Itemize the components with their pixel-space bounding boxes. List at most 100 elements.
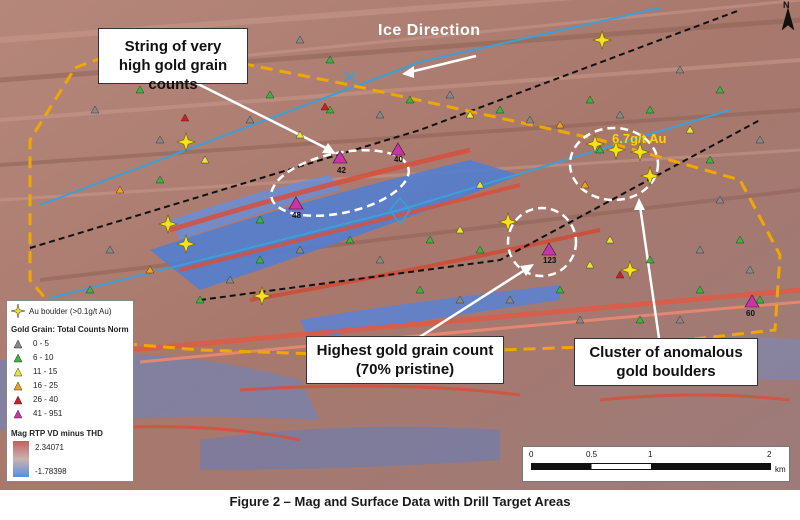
grain-point: [295, 130, 305, 139]
au-boulder-star: [630, 142, 650, 162]
scale-tick-label: 2: [767, 450, 772, 459]
grain-point: [595, 145, 605, 154]
scale-tick-label: 0.5: [586, 450, 598, 459]
callout-cluster: Cluster of anomalous gold boulders: [574, 338, 758, 386]
triangle-icon: [13, 339, 23, 349]
north-label: N: [783, 0, 790, 10]
grain-point: [685, 125, 695, 134]
legend-class-label: 0 - 5: [33, 339, 50, 348]
grain-point: [525, 115, 535, 124]
trend-line-north: [39, 7, 661, 206]
grain-point-high: [744, 294, 760, 308]
count-label: 48: [292, 211, 301, 220]
grain-point: [755, 135, 765, 144]
grain-point: [255, 215, 265, 224]
grain-point: [465, 110, 475, 119]
scale-tick-label: 1: [648, 450, 653, 459]
grain-point: [180, 113, 190, 122]
grain-point: [265, 90, 275, 99]
figure-caption: Figure 2 – Mag and Surface Data with Dri…: [229, 494, 571, 509]
triangle-icon: [13, 381, 23, 391]
au-boulder-star: [176, 234, 196, 254]
grain-point: [615, 110, 625, 119]
legend-mag-low: -1.78398: [35, 467, 67, 476]
star-icon: [11, 304, 25, 318]
triangle-icon: [13, 395, 23, 405]
grain-point: [635, 315, 645, 324]
dashed-line-north: [29, 9, 741, 249]
grain-point: [115, 185, 125, 194]
legend-class-label: 6 - 10: [33, 353, 54, 362]
grain-point: [145, 265, 155, 274]
mag-highs: [79, 147, 800, 442]
grain-point: [105, 245, 115, 254]
mag-color-ramp: [13, 441, 29, 477]
diamond-marker: [389, 196, 411, 226]
grain-point: [295, 35, 305, 44]
grain-point: [245, 115, 255, 124]
grain-point: [745, 265, 755, 274]
grain-point: [495, 105, 505, 114]
grain-point: [580, 180, 590, 189]
grain-point: [455, 295, 465, 304]
grain-point: [715, 195, 725, 204]
callout-cluster-line2: gold boulders: [616, 363, 716, 380]
target-ellipse-highest: [506, 206, 578, 278]
scale-unit: km: [775, 465, 786, 474]
grain-point: [90, 105, 100, 114]
grain-point: [255, 255, 265, 264]
grain-point-high: [390, 142, 406, 156]
grain-point: [585, 95, 595, 104]
grain-point: [455, 225, 465, 234]
au-boulder-star: [640, 166, 660, 186]
ice-direction-arrow: [402, 54, 477, 78]
legend-class-label: 16 - 25: [33, 381, 58, 390]
trend-line-south: [49, 109, 731, 299]
legend-boulder-label: Au boulder (>0.1g/t Au): [29, 307, 112, 316]
grain-point: [85, 285, 95, 294]
grain-point: [445, 90, 455, 99]
grain-point: [155, 175, 165, 184]
scale-bar-graphic: [531, 463, 771, 470]
callout-cluster-line1: Cluster of anomalous: [589, 344, 743, 361]
gold-grain-points: [85, 35, 765, 324]
ice-direction-label: Ice Direction: [378, 22, 481, 39]
grain-point: [555, 120, 565, 129]
grain-point: [705, 155, 715, 164]
legend-class-label: 26 - 40: [33, 395, 58, 404]
callout-string-text: String of very high gold grain counts: [118, 38, 228, 93]
dashed-line-south: [199, 119, 761, 301]
gold-assay-label: 6.7g/t Au: [612, 131, 667, 146]
grain-point: [755, 295, 765, 304]
callout-arrow-cluster: [634, 198, 662, 346]
grain-point: [135, 85, 145, 94]
grain-point: [695, 285, 705, 294]
grain-point: [585, 260, 595, 269]
target-ellipse-cluster: [568, 126, 660, 202]
legend-mag-high: 2.34071: [35, 443, 64, 452]
callout-highest-line1: Highest gold grain count: [316, 342, 494, 359]
grain-point: [200, 155, 210, 164]
grain-point: [735, 235, 745, 244]
grain-point-high: [288, 196, 304, 210]
au-boulder-star: [620, 260, 640, 280]
grain-point: [675, 65, 685, 74]
callout-highest: Highest gold grain count (70% pristine): [306, 336, 504, 384]
grain-point: [475, 180, 485, 189]
grain-point: [295, 245, 305, 254]
north-arrow-icon: [781, 7, 795, 31]
grain-point: [475, 245, 485, 254]
scale-tick-label: 0: [529, 450, 534, 459]
grain-point: [345, 235, 355, 244]
grain-point: [320, 102, 330, 111]
grain-point: [405, 95, 415, 104]
grain-point: [715, 85, 725, 94]
count-label: 42: [337, 166, 346, 175]
triangle-icon: [13, 353, 23, 363]
grain-point: [605, 235, 615, 244]
grain-point: [505, 295, 515, 304]
au-boulder-star: [252, 286, 272, 306]
target-ellipse-string: [269, 148, 411, 218]
grain-point-high: [541, 242, 557, 256]
au-boulder-star: [592, 30, 612, 50]
